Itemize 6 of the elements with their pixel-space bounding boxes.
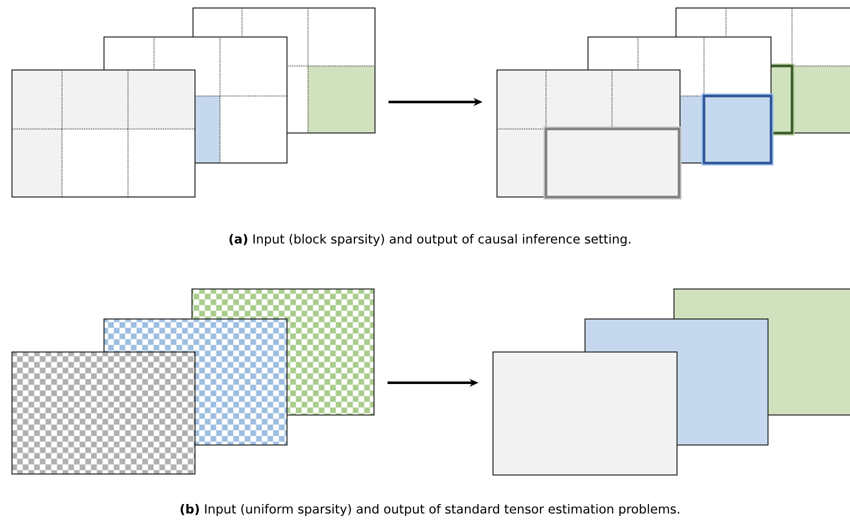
caption: (b) Input (uniform sparsity) and output of standard tensor estimation problems. — [180, 504, 680, 516]
matrix-slice — [12, 352, 196, 474]
matrix-slice — [492, 352, 678, 476]
matrix-slice — [12, 70, 196, 198]
matrix-slice — [496, 70, 682, 200]
caption: (a) Input (block sparsity) and output of causal inference setting. — [230, 234, 630, 246]
